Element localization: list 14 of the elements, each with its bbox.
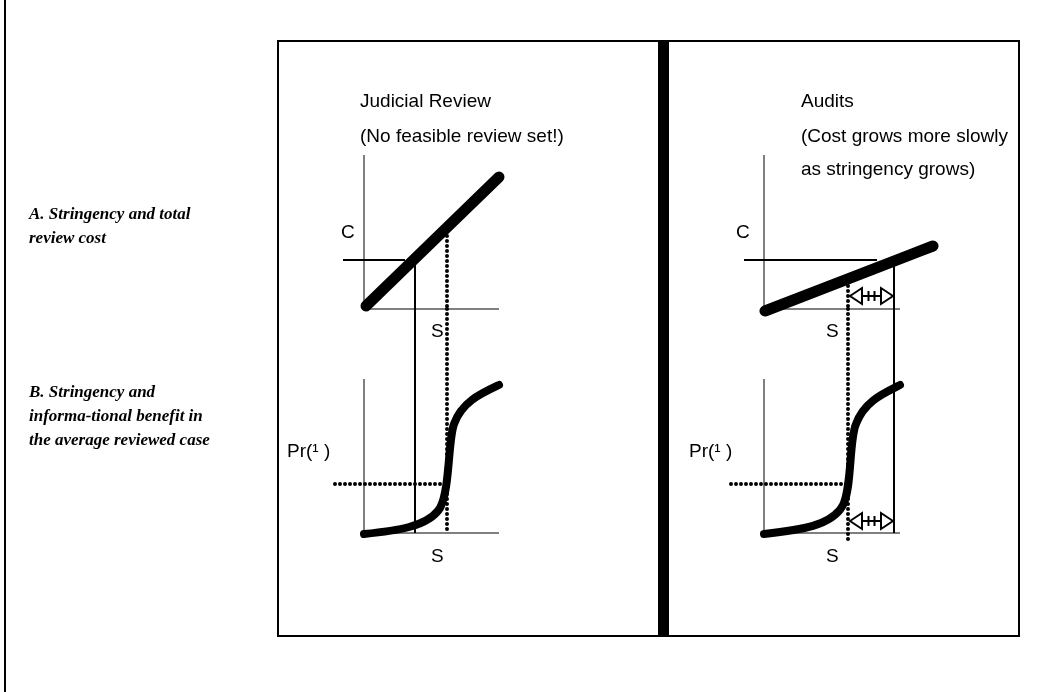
panel-heading: Audits [801,89,855,113]
panel-caption: B. Stringency and informa-tional benefit in the average reviewed case [29,381,211,451]
axis-label: C [736,222,750,242]
panel-subheading: (Cost grows more slowly as stringency grows) [801,124,1009,181]
panel-heading: Judicial Review [360,89,492,113]
axis-label: S [431,321,444,341]
axis-label: Pr(¹ ) [287,441,331,461]
axis-label: S [826,321,839,341]
axis-label: Pr(¹ ) [689,441,733,461]
panel-caption: A. Stringency and total review cost [29,203,192,249]
axis-label: S [826,546,839,566]
axis-label: S [431,546,444,566]
axis-label: C [341,222,355,242]
panel-subheading: (No feasible review set!) [360,124,565,148]
